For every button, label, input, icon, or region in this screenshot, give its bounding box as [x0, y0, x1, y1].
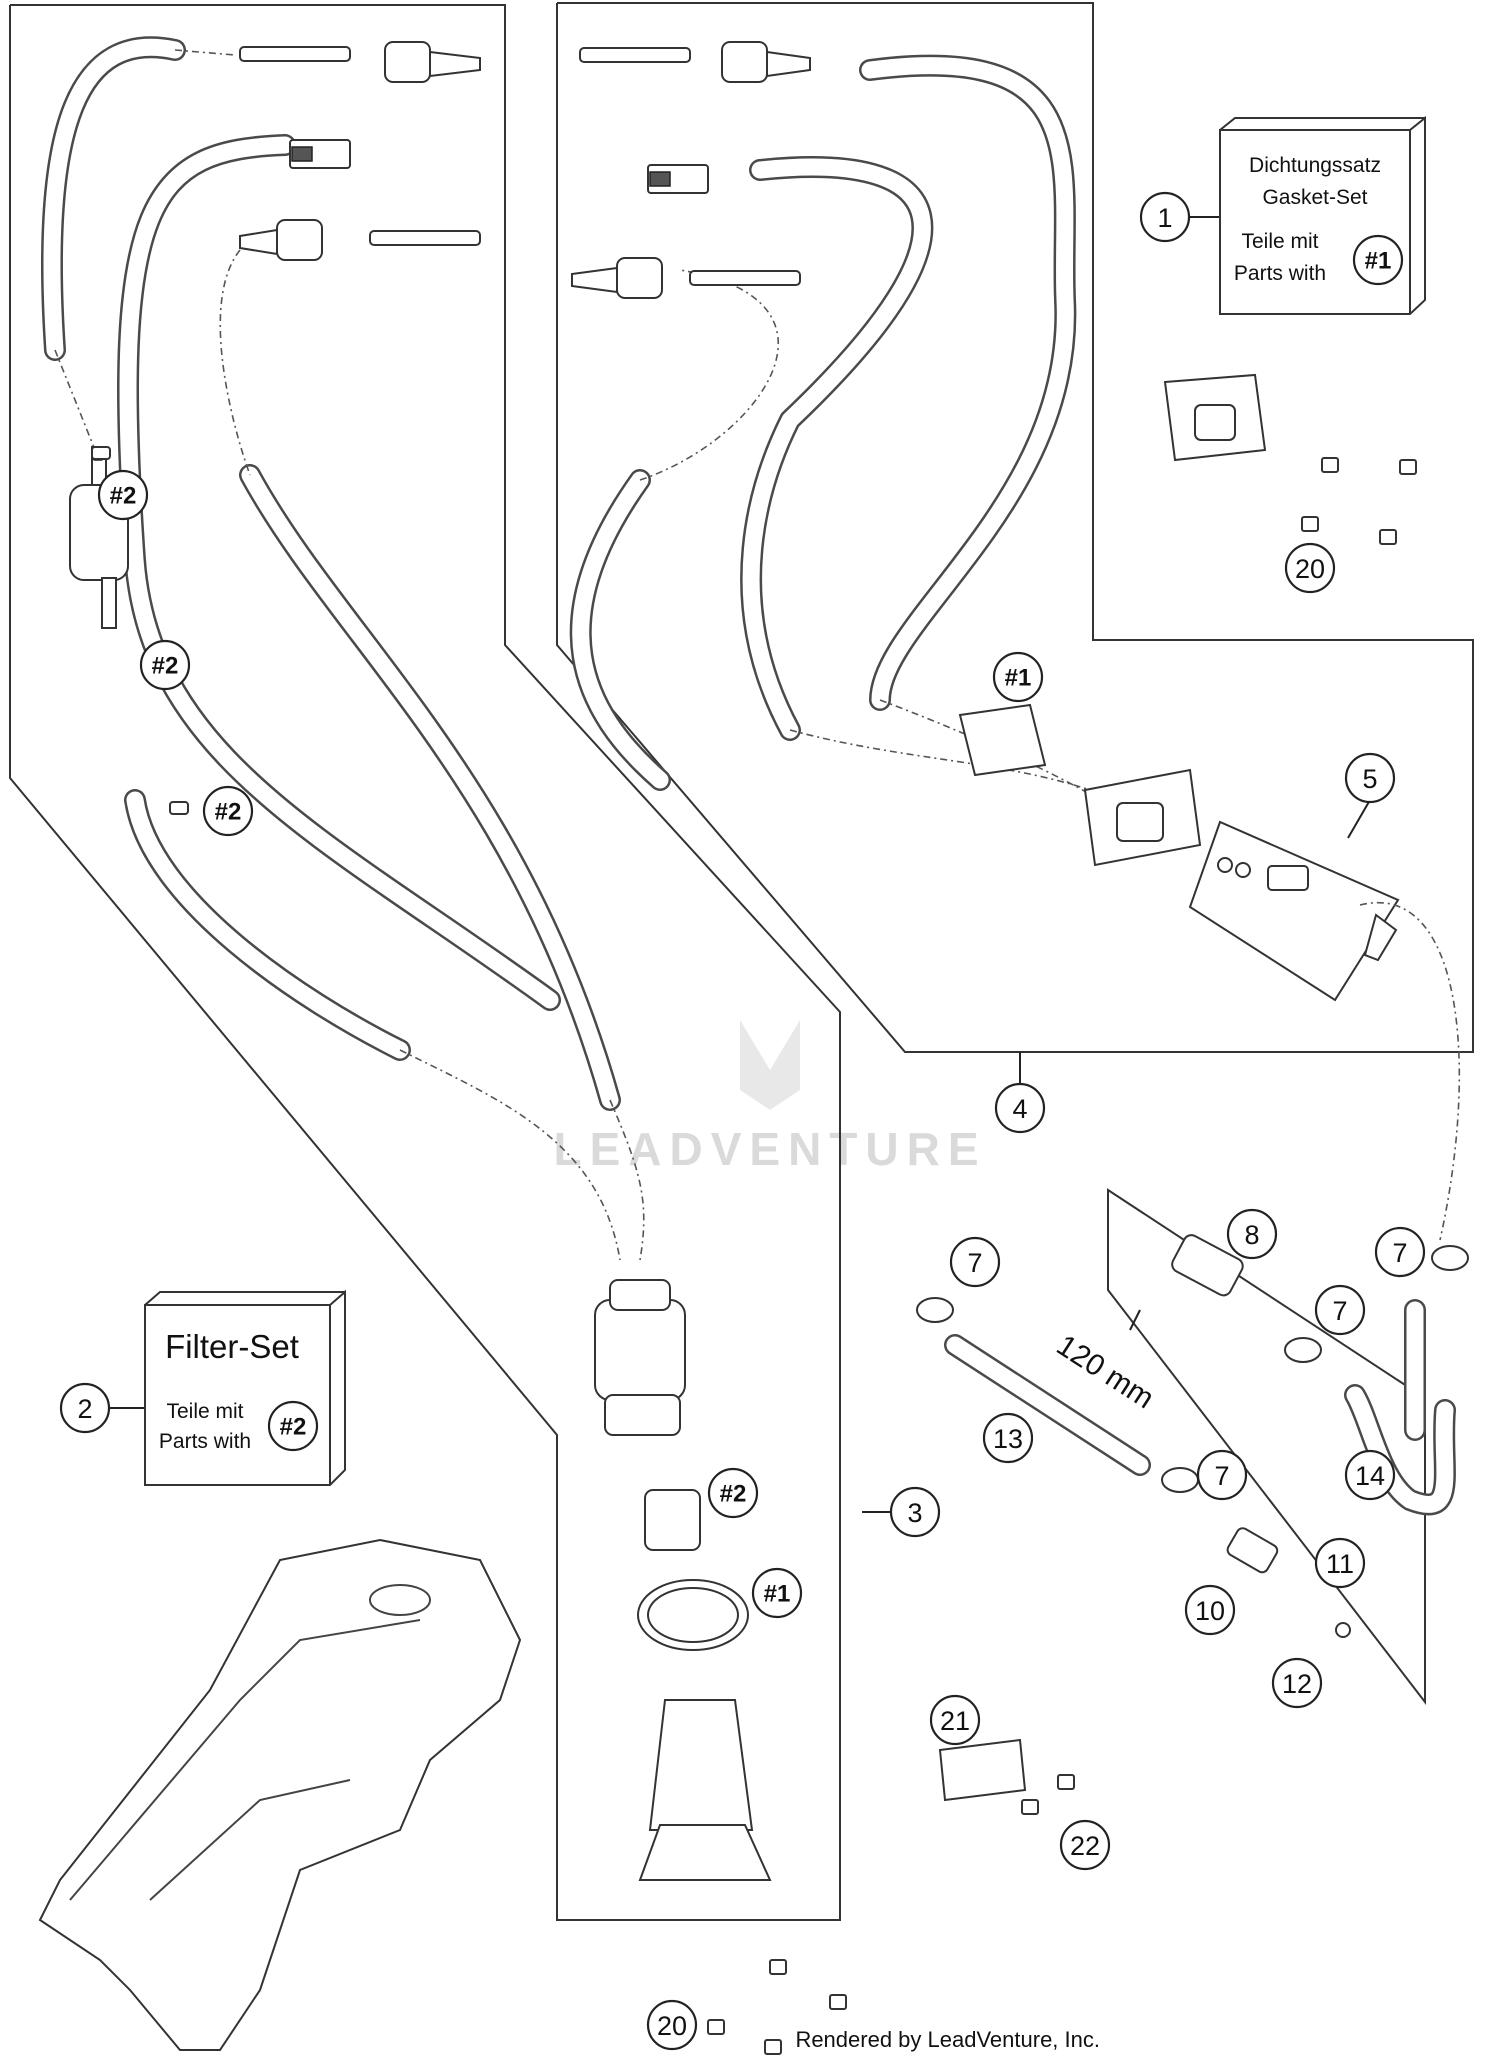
svg-text:10: 10: [1195, 1596, 1225, 1626]
svg-text:#1: #1: [764, 1581, 791, 1608]
svg-text:20: 20: [1295, 554, 1325, 584]
svg-text:22: 22: [1070, 1831, 1100, 1861]
fuel-hoses-right: [569, 54, 1461, 1241]
watermark-text: LEADVENTURE: [553, 1123, 986, 1175]
svg-text:7: 7: [1332, 1296, 1347, 1326]
callout-4[interactable]: 4: [994, 1082, 1046, 1134]
svg-text:5: 5: [1362, 764, 1377, 794]
svg-text:2: 2: [77, 1394, 92, 1424]
ref-1-a[interactable]: #1: [1352, 234, 1404, 286]
gasket-set-box: Dichtungssatz Gasket-Set Teile mit Parts…: [1219, 115, 1426, 315]
callout-7-b[interactable]: 7: [1314, 1284, 1366, 1336]
bolts: [707, 457, 1417, 2055]
callouts: 1 2 3 4 5 7 7 7 7 8 10 11 12 13 14 20 20…: [59, 191, 1426, 2051]
svg-text:1: 1: [1157, 203, 1172, 233]
callout-14[interactable]: 14: [1344, 1449, 1396, 1501]
svg-text:14: 14: [1355, 1461, 1385, 1491]
fuel-pump-unit: [594, 1279, 772, 1881]
svg-text:#2: #2: [720, 1481, 747, 1508]
svg-text:#1: #1: [1365, 248, 1392, 275]
callout-8[interactable]: 8: [1226, 1208, 1278, 1260]
callout-22[interactable]: 22: [1059, 1819, 1111, 1871]
callout-20-a[interactable]: 20: [1284, 542, 1336, 594]
filter-set-box: Filter-Set Teile mit Parts with: [144, 1289, 346, 1486]
svg-text:7: 7: [967, 1248, 982, 1278]
ref-1-c[interactable]: #1: [751, 1567, 803, 1619]
leadventure-watermark: LEADVENTURE: [553, 1020, 986, 1175]
svg-text:#2: #2: [152, 653, 179, 680]
ref-2-b[interactable]: #2: [139, 639, 191, 691]
group-frame-5: [1188, 820, 1400, 1002]
svg-text:4: 4: [1012, 1094, 1027, 1124]
callout-10[interactable]: 10: [1184, 1584, 1236, 1636]
svg-text:#2: #2: [280, 1414, 307, 1441]
fittings: [239, 41, 811, 299]
callout-20-b[interactable]: 20: [646, 1999, 698, 2051]
hose-length-label: 120 mm: [1051, 1329, 1160, 1416]
callout-5[interactable]: 5: [1344, 752, 1396, 804]
svg-text:8: 8: [1244, 1220, 1259, 1250]
filter-box-line1: Teile mit: [166, 1400, 243, 1423]
callout-3[interactable]: 3: [889, 1486, 941, 1538]
ref-2-d[interactable]: #2: [267, 1400, 319, 1452]
leader-lines: [108, 216, 1371, 1513]
ref-2-c[interactable]: #2: [202, 785, 254, 837]
callout-13[interactable]: 13: [982, 1412, 1034, 1464]
callout-7-d[interactable]: 7: [1196, 1449, 1248, 1501]
callout-7-a[interactable]: 7: [949, 1236, 1001, 1288]
group-frame-valve: [1107, 1188, 1426, 1705]
fuel-tank: [38, 1538, 522, 2051]
svg-text:12: 12: [1282, 1669, 1312, 1699]
svg-text:#2: #2: [215, 799, 242, 826]
valve-and-hoses: [916, 1234, 1469, 1802]
filter-box-line2: Parts with: [159, 1430, 251, 1453]
gasket-box-line3: Teile mit: [1241, 230, 1318, 253]
svg-text:13: 13: [993, 1424, 1023, 1454]
svg-text:#2: #2: [110, 483, 137, 510]
callout-2[interactable]: 2: [59, 1382, 111, 1434]
svg-text:21: 21: [940, 1706, 970, 1736]
svg-text:11: 11: [1326, 1549, 1354, 1579]
fuel-hoses-left: [40, 36, 645, 1261]
footer-credit: Rendered by LeadVenture, Inc.: [795, 2027, 1100, 2052]
callout-11[interactable]: 11: [1314, 1537, 1366, 1589]
callout-1[interactable]: 1: [1139, 191, 1191, 243]
ref-2-a[interactable]: #2: [97, 469, 149, 521]
gasket-box-line2: Gasket-Set: [1262, 186, 1367, 209]
ref-2-e[interactable]: #2: [707, 1467, 759, 1519]
svg-text:3: 3: [907, 1498, 922, 1528]
callout-7-c[interactable]: 7: [1374, 1226, 1426, 1278]
ref-1-b[interactable]: #1: [992, 651, 1044, 703]
gasket-box-line1: Dichtungssatz: [1249, 154, 1381, 177]
svg-text:7: 7: [1392, 1238, 1407, 1268]
svg-text:#1: #1: [1005, 665, 1032, 692]
group-frame-3: [9, 4, 841, 1921]
svg-text:20: 20: [657, 2011, 687, 2041]
filter-box-title: Filter-Set: [165, 1328, 299, 1365]
pump-flange-parts: [958, 373, 1398, 962]
callout-21[interactable]: 21: [929, 1694, 981, 1746]
callout-12[interactable]: 12: [1271, 1657, 1323, 1709]
svg-text:7: 7: [1214, 1461, 1229, 1491]
gasket-box-line4: Parts with: [1234, 262, 1326, 285]
